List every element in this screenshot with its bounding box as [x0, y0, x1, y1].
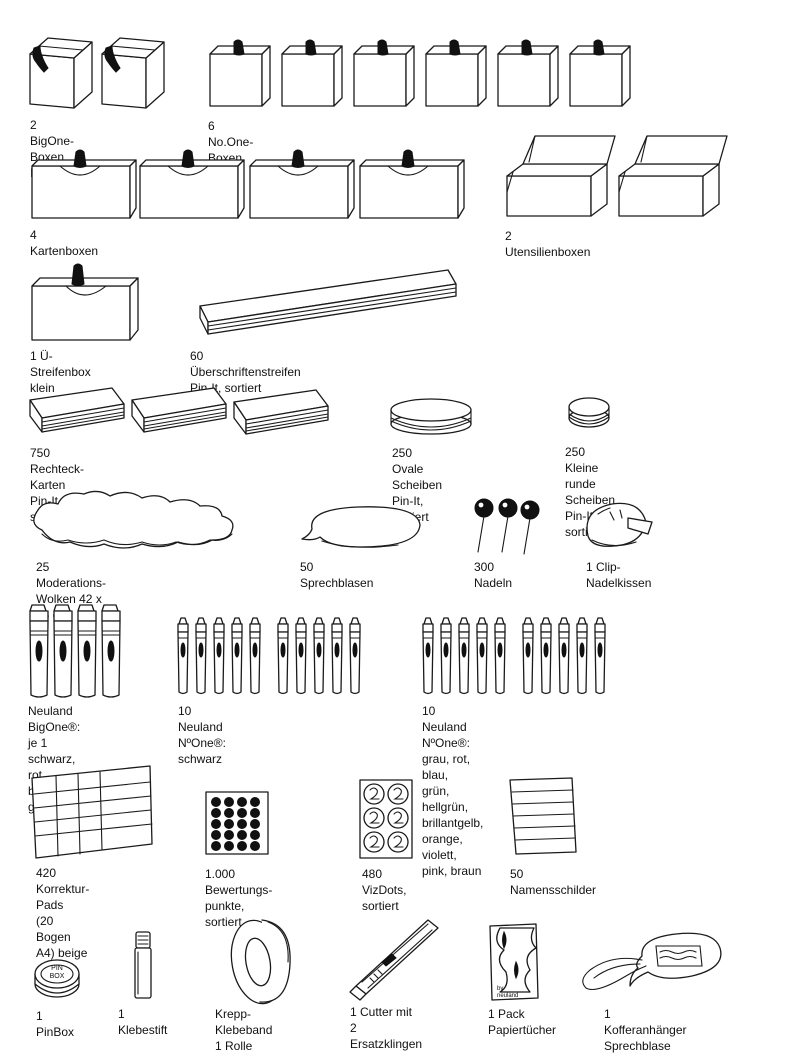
round-stack-icon	[566, 396, 612, 430]
pinbox-icon	[32, 954, 82, 1000]
card-stack-icon	[28, 387, 329, 435]
vizdot-sheet-icon	[358, 778, 414, 860]
pinbox-lid-text: PIN BOX	[49, 965, 65, 980]
speech-bubble-icon	[298, 505, 424, 551]
item-label: 1 Cutter mit 2 Ersatzklingen	[350, 1005, 423, 1051]
marker-icon	[422, 617, 606, 695]
item-label: Krepp-Klebeband 1 Rolle	[215, 1007, 273, 1053]
item-label: 1 Klebestift	[118, 1007, 168, 1037]
item-label: 480 VizDots, sortiert	[362, 867, 407, 913]
item-label: 300 Nadeln	[474, 560, 513, 590]
item-label: 4 Kartenboxen	[30, 228, 99, 258]
box-icon	[28, 37, 165, 109]
dot-sheet-icon	[204, 790, 270, 856]
item-label: 1.000 Bewertungs- punkte, sortiert	[205, 867, 273, 929]
item-label: 50 Sprechblasen	[300, 560, 374, 590]
glue-stick-icon	[130, 930, 156, 1000]
luggage-tag-icon	[580, 930, 726, 1000]
tissue-pack-brand: by neuland	[497, 986, 519, 999]
item-label: 1 Kofferanhänger Sprechblase	[604, 1007, 687, 1053]
item-label: 2 Utensilienboxen	[505, 229, 591, 259]
item-label: 50 Namensschilder	[510, 867, 597, 897]
item-label: 10 Neuland NºOne®: schwarz	[178, 704, 226, 766]
item-label: 1 Pack Papiertücher	[488, 1007, 557, 1037]
item-label: 1 PinBox	[36, 1009, 75, 1039]
marker-icon	[28, 604, 121, 698]
cutter-icon	[348, 916, 442, 1000]
item-label: 1 Clip-Nadelkissen	[586, 560, 652, 590]
pin-cushion-icon	[584, 500, 656, 552]
open-box-icon	[505, 135, 728, 217]
tissue-pack-icon	[486, 922, 542, 1002]
name-tag-icon	[508, 776, 578, 856]
item-label: 420 Korrektur-Pads (20 Bogen A4) beige	[36, 866, 90, 960]
item-label: 10 Neuland NºOne®: grau, rot, blau, grün…	[422, 704, 484, 878]
pin-icon	[472, 498, 540, 555]
card-box-icon	[30, 149, 465, 219]
item-label: 1 Ü-Streifenbox klein	[30, 349, 91, 395]
paper-strip-icon	[198, 268, 460, 338]
box-icon	[208, 39, 631, 107]
marker-icon	[175, 617, 361, 695]
oval-stack-icon	[388, 396, 474, 436]
cloud-icon	[28, 490, 250, 554]
sheet-grid-icon	[30, 764, 154, 860]
strip-box-icon	[30, 264, 142, 342]
tape-roll-icon	[228, 914, 294, 1006]
